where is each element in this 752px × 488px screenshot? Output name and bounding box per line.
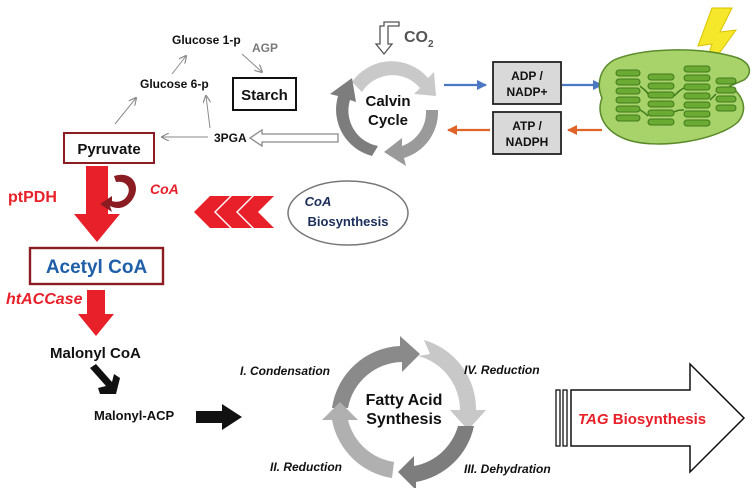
fas-arc-bottom-right	[398, 426, 474, 488]
pyruvate-label: Pyruvate	[77, 141, 140, 158]
adp-label-line1: ADP /	[511, 69, 543, 83]
3pga-label: 3PGA	[214, 131, 247, 145]
glucose-6p-label: Glucose 6-p	[140, 77, 209, 91]
chloroplast-illustration	[598, 7, 751, 145]
coa-curve-arrow	[100, 174, 136, 212]
lamellae	[639, 85, 717, 117]
red-arrow-pyruvate-to-acetyl	[74, 166, 120, 242]
calvin-arc-top	[352, 61, 436, 96]
atp-label-line2: NADPH	[506, 135, 549, 149]
ptpdh-label: ptPDH	[8, 189, 57, 206]
atp-nadph-box	[492, 111, 562, 155]
malonyl-coa-label: Malonyl CoA	[50, 345, 141, 362]
calvin-label-line1: Calvin	[365, 93, 410, 110]
red-chevrons	[194, 196, 274, 228]
tag-label-prefix: TAG	[578, 411, 609, 428]
tag-label: TAG Biosynthesis	[578, 411, 706, 428]
htaccase-label: htACCase	[6, 291, 83, 308]
acetyl-coa-label: Acetyl CoA	[46, 257, 148, 278]
black-arrow-acp-to-fas	[196, 404, 242, 430]
step-dehydration-label: III. Dehydration	[464, 462, 551, 476]
acetyl-pathway: Pyruvate ptPDH CoA CoA Biosynthesis Acet…	[6, 132, 409, 430]
red-arrow-acetyl-to-malonyl	[78, 290, 114, 336]
tag-arrow-body	[570, 362, 746, 474]
adp-label-line2: NADP+	[506, 85, 547, 99]
fas-label-line2: Synthesis	[366, 411, 442, 428]
tag-label-suffix: Biosynthesis	[609, 411, 707, 428]
fatty-acid-cycle: Fatty Acid Synthesis I. Condensation II.…	[240, 336, 551, 488]
calvin-arc-left	[330, 78, 378, 156]
agp-label: AGP	[252, 41, 278, 55]
coa-biosynthesis-line1: CoA	[305, 194, 332, 209]
fas-arc-top-right	[418, 340, 486, 430]
starch-box	[232, 77, 297, 111]
malonyl-acp-label: Malonyl-ACP	[94, 408, 175, 423]
arrow-pyruvate-to-g6p	[114, 98, 136, 125]
step-reduction-2-label: II. Reduction	[270, 460, 342, 474]
tag-stripe-1	[555, 389, 561, 447]
adp-nadp-box	[492, 61, 562, 105]
fas-label-line1: Fatty Acid	[366, 392, 443, 409]
arrow-g1p-to-starch	[241, 53, 262, 72]
co2-label: CO2	[404, 29, 434, 50]
co2-hollow-arrow	[374, 21, 400, 56]
fas-arc-bottom-left	[322, 402, 394, 478]
coa-label: CoA	[150, 181, 179, 197]
pyruvate-box	[63, 132, 155, 164]
calvin-cycle: CO2 Calvin Cycle	[330, 21, 439, 166]
tag-biosynthesis: TAG Biosynthesis	[555, 362, 746, 474]
calvin-arc-right	[384, 110, 439, 166]
step-reduction-4-label: IV. Reduction	[464, 363, 540, 377]
coa-biosynthesis-ellipse	[287, 180, 409, 246]
acetyl-coa-box	[28, 246, 165, 286]
arrow-g6p-to-g1p	[171, 56, 186, 75]
starch-label: Starch	[241, 87, 288, 104]
hollow-arrow-calvin-to-3pga	[248, 128, 339, 148]
atp-label-line1: ATP /	[512, 119, 542, 133]
starch-pathway: Glucose 1-p AGP Glucose 6-p 3PGA Starch	[114, 33, 339, 148]
grana-stacks	[615, 65, 737, 127]
tag-stripe-2	[562, 389, 568, 447]
cofactors: ADP / NADP+ ATP / NADPH	[444, 61, 603, 155]
glucose-1p-label: Glucose 1-p	[172, 33, 241, 47]
arrow-3pga-to-g6p	[206, 96, 210, 129]
calvin-label-line2: Cycle	[368, 112, 408, 129]
black-arrow-malonyl-coa-to-acp	[90, 364, 120, 394]
fas-arc-top-left	[332, 336, 420, 408]
coa-biosynthesis-line2: Biosynthesis	[308, 214, 389, 229]
step-condensation-label: I. Condensation	[240, 364, 330, 378]
